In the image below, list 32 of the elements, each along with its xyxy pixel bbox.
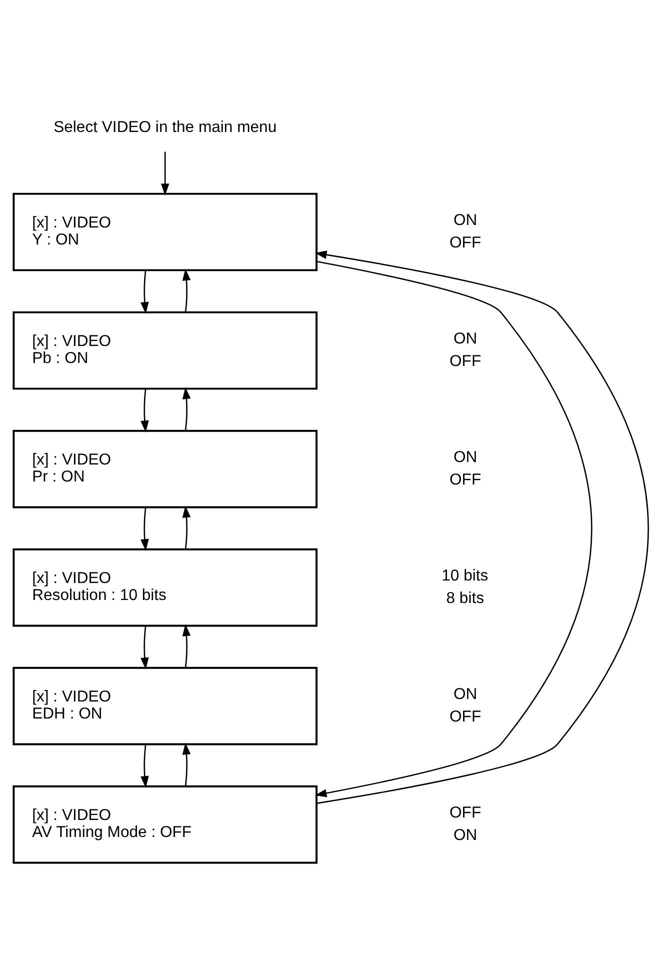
node-label: OFF (450, 470, 482, 488)
node-box: [x] : VIDEO Pr : ON (12, 429, 318, 508)
node-label: OFF (450, 352, 482, 370)
arrow (140, 388, 149, 432)
arrow (182, 505, 191, 549)
node-text: Select VIDEO in the main menu (54, 118, 277, 136)
node-box: [x] : VIDEO EDH : ON (12, 666, 318, 745)
node-label: ON (453, 685, 478, 702)
node-box: [x] : VIDEO Resolution : 10 bits (12, 548, 318, 626)
arrow (182, 742, 191, 786)
node-box: [x] : VIDEO AV Timing Mode : OFF (12, 784, 318, 864)
node-label: OFF (450, 708, 482, 725)
arrow (314, 250, 649, 804)
node-label: 8 bits (446, 589, 484, 606)
arrow (140, 507, 149, 550)
node-label: OFF (450, 234, 482, 251)
arrow (140, 626, 149, 669)
arrow (182, 268, 191, 312)
node-label: ON (453, 330, 478, 347)
node-label: OFF (450, 804, 482, 821)
arrow (182, 624, 191, 668)
arrow (140, 744, 149, 788)
node-label: ON (453, 448, 478, 466)
node-label: ON (453, 826, 478, 844)
arrow (140, 270, 149, 314)
node-box: [x] : VIDEO Pb : ON (12, 310, 318, 390)
node-label: ON (453, 211, 478, 228)
arrow (160, 151, 170, 195)
arrow (314, 260, 592, 797)
arrow (182, 386, 191, 430)
node-label: 10 bits (442, 566, 488, 584)
node-box: [x] : VIDEO Y : ON (12, 192, 318, 271)
